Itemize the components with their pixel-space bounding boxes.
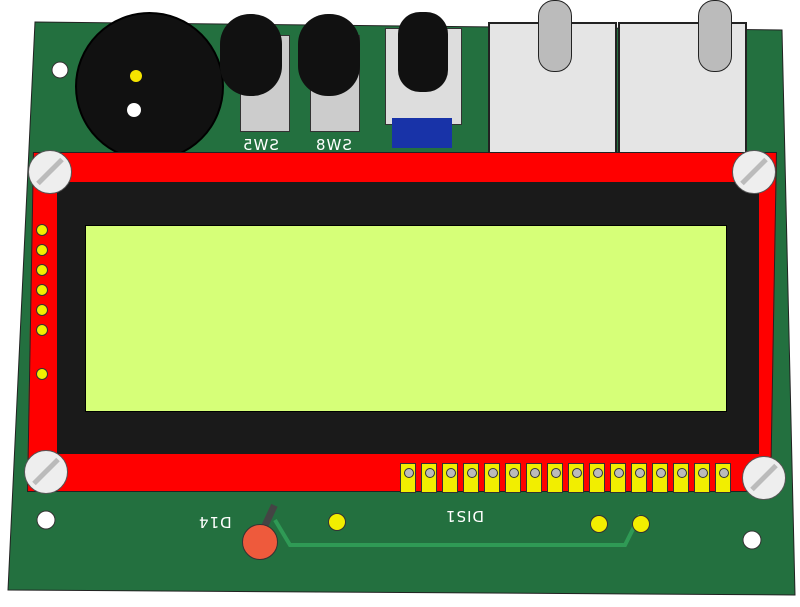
side-pin — [36, 264, 48, 276]
side-pin — [36, 304, 48, 316]
lcd-pin — [631, 463, 647, 493]
lcd-pin — [610, 463, 626, 493]
screw-bottom-left — [24, 450, 68, 494]
lcd-pin — [547, 463, 563, 493]
lcd-pin — [526, 463, 542, 493]
toggle-switch-2-lever[interactable] — [698, 0, 732, 72]
lcd-pin — [442, 463, 458, 493]
buzzer-plus-icon — [127, 103, 141, 117]
lcd-pin — [694, 463, 710, 493]
screw-bottom-right — [742, 456, 786, 500]
switch-sw5-knob[interactable] — [220, 14, 282, 96]
pad — [590, 515, 608, 533]
screw-top-left — [28, 150, 72, 194]
side-pin — [36, 284, 48, 296]
side-pin — [36, 224, 48, 236]
lcd-pin — [400, 463, 416, 493]
lcd-pin — [463, 463, 479, 493]
buzzer — [75, 12, 224, 161]
led-d14[interactable] — [242, 524, 278, 560]
lcd-pin — [673, 463, 689, 493]
switch-sw8-knob[interactable] — [298, 14, 360, 96]
lcd-pin — [421, 463, 437, 493]
lcd-pin — [568, 463, 584, 493]
label-dis1: DIS1 — [445, 507, 485, 525]
lcd-pin — [589, 463, 605, 493]
label-sw5: SW5 — [242, 136, 279, 154]
buzzer-dot-icon — [130, 70, 142, 82]
side-pin — [36, 324, 48, 336]
lcd-screen — [85, 225, 727, 412]
side-pin — [36, 368, 48, 380]
lcd-pin — [715, 463, 731, 493]
side-pin — [36, 244, 48, 256]
lcd-pin — [505, 463, 521, 493]
label-d14: D14 — [198, 513, 232, 531]
pad — [632, 515, 650, 533]
screw-top-right — [732, 150, 776, 194]
lcd-pin — [652, 463, 668, 493]
potentiometer-knob[interactable] — [398, 12, 448, 92]
pad — [328, 513, 346, 531]
toggle-switch-1-lever[interactable] — [538, 0, 572, 72]
lcd-pin — [484, 463, 500, 493]
label-sw8: SW8 — [315, 136, 352, 154]
potentiometer-base — [392, 118, 452, 148]
